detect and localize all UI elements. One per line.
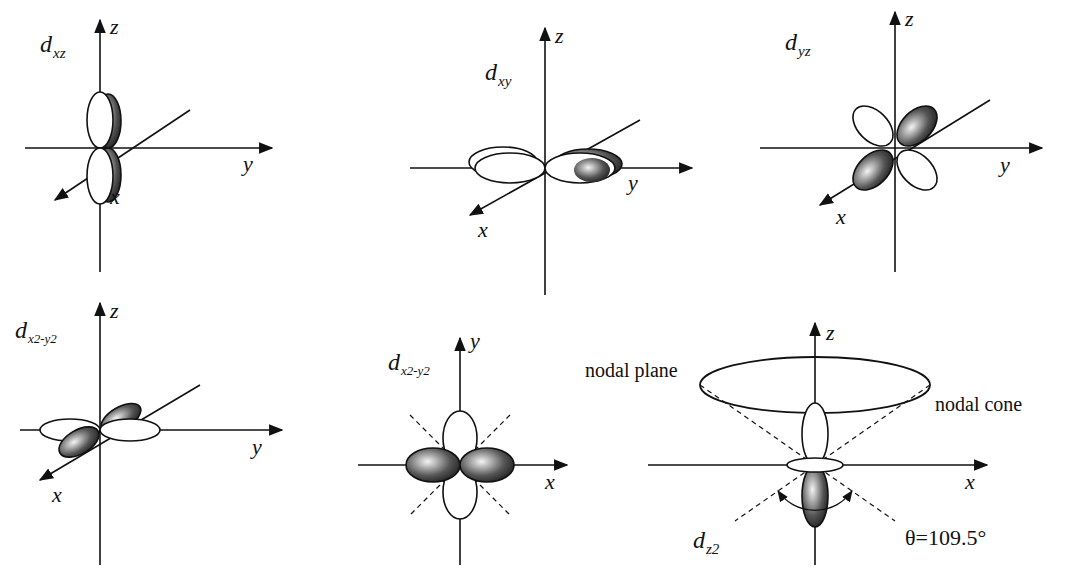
orbital-subscript: xy (498, 74, 511, 89)
orbital-name: d (15, 318, 27, 342)
axis-label: y (628, 172, 638, 194)
angle-label: θ=109.5° (905, 527, 986, 549)
orbital-name: d (693, 528, 705, 552)
annotation-text: nodal plane (585, 360, 678, 380)
axis-label: x (965, 471, 975, 493)
axis-label: y (252, 436, 262, 458)
axis-label: z (905, 8, 914, 30)
axis-label: x (545, 471, 555, 493)
axis-label: z (110, 16, 119, 38)
orbital-name: d (485, 60, 497, 84)
axis-label: x (52, 484, 62, 506)
orbital-subscript: x2-y2 (401, 364, 430, 377)
orbital-subscript: xz (53, 46, 66, 61)
orbital-subscript: yz (798, 44, 811, 59)
axis-label: z (555, 25, 564, 47)
annotation-text: nodal cone (935, 394, 1022, 414)
axis-label: z (110, 300, 119, 322)
axis-label: z (826, 322, 835, 344)
axis-label: x (110, 186, 120, 208)
axis-label: x (836, 206, 846, 228)
orbital-subscript: z2 (706, 542, 719, 557)
orbital-name: d (388, 350, 400, 374)
axis-label: x (478, 219, 488, 241)
axis-label: y (470, 330, 480, 352)
orbital-name: d (785, 30, 797, 54)
orbital-name: d (40, 32, 52, 56)
orbital-subscript: x2-y2 (28, 332, 57, 345)
axis-label: y (1000, 154, 1010, 176)
axis-label: y (243, 153, 253, 175)
